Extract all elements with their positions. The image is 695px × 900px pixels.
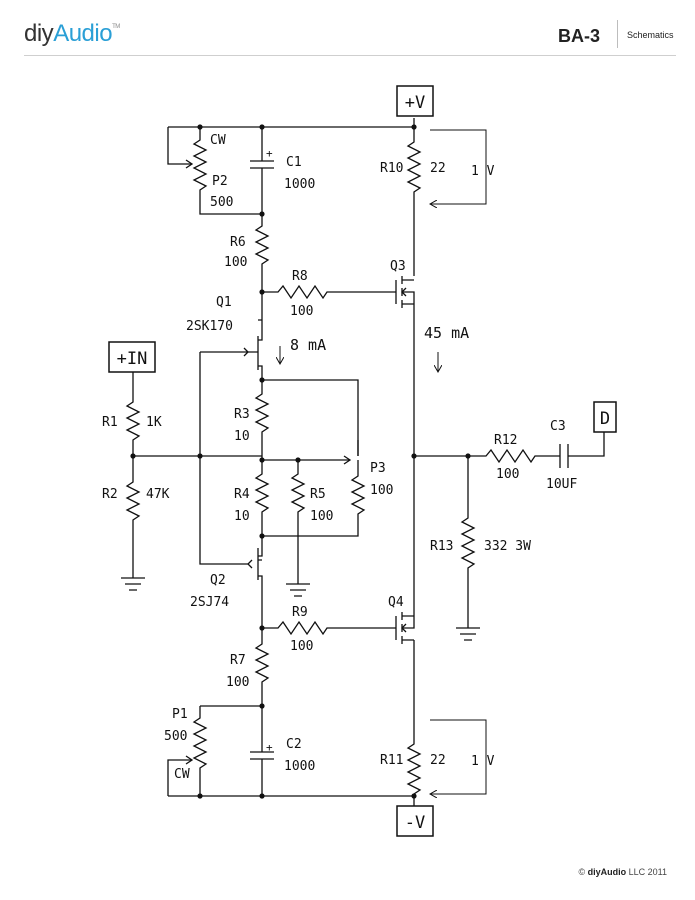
r3-ref: R3 <box>234 407 250 422</box>
r12-ref: R12 <box>494 433 517 448</box>
logo-trademark: TM <box>112 24 120 30</box>
q1-ref: Q1 <box>216 295 232 310</box>
p3-ref: P3 <box>370 461 386 476</box>
q4-ref: Q4 <box>388 595 404 610</box>
footer-text: LLC 2011 <box>628 867 667 877</box>
q1-current: 8 mA <box>290 336 326 354</box>
diyaudio-logo: diyAudioTM <box>24 20 120 48</box>
r5-ref: R5 <box>310 487 326 502</box>
input-box <box>108 341 156 373</box>
c1-ref: C1 <box>286 155 302 170</box>
r13-value: 332 3W <box>484 539 531 554</box>
r11-value: 22 <box>430 753 446 768</box>
output-label: D <box>600 409 610 429</box>
section-label: Schematics <box>627 30 674 40</box>
c2-ref: C2 <box>286 737 302 752</box>
r7-ref: R7 <box>230 653 246 668</box>
r2-value: 47K <box>146 487 170 502</box>
logo-audio-text: Audio <box>53 20 113 47</box>
r3-value: 10 <box>234 429 250 444</box>
negative-rail-label: -V <box>405 813 425 833</box>
c3-ref: C3 <box>550 419 566 434</box>
c3-value: 10UF <box>546 477 577 492</box>
r9-ref: R9 <box>292 605 308 620</box>
r4-ref: R4 <box>234 487 250 502</box>
footer-brand: diyAudio <box>587 867 627 877</box>
q3-current: 45 mA <box>424 324 469 342</box>
r2-ref: R2 <box>102 487 118 502</box>
q1-part: 2SK170 <box>186 319 233 334</box>
negative-rail-box <box>396 805 434 837</box>
page-footer: © diyAudio LLC 2011 <box>578 867 667 877</box>
r12-value: 100 <box>496 467 519 482</box>
c2-polarity: + <box>266 741 273 754</box>
p2-ref: P2 <box>212 174 228 189</box>
r11-ref: R11 <box>380 753 403 768</box>
r6-value: 100 <box>224 255 247 270</box>
p3-value: 100 <box>370 483 393 498</box>
header-rule <box>24 55 676 56</box>
logo-diy-text: diy <box>24 20 54 47</box>
copyright-symbol: © <box>578 867 586 877</box>
r1-ref: R1 <box>102 415 118 430</box>
r6-ref: R6 <box>230 235 246 250</box>
r8-value: 100 <box>290 304 313 319</box>
c1-value: 1000 <box>284 177 315 192</box>
input-label: +IN <box>117 349 148 369</box>
voltage-bottom: 1 V <box>471 754 495 769</box>
c1-polarity: + <box>266 147 273 160</box>
p1-value: 500 <box>164 729 187 744</box>
r9-value: 100 <box>290 639 313 654</box>
q2-ref: Q2 <box>210 573 226 588</box>
r13-ref: R13 <box>430 539 453 554</box>
positive-rail-label: +V <box>405 93 425 113</box>
p1-mark: CW <box>174 767 190 782</box>
voltage-top: 1 V <box>471 164 495 179</box>
output-box <box>593 401 617 433</box>
header-divider <box>617 20 618 48</box>
p2-mark: CW <box>210 133 226 148</box>
document-id: BA-3 <box>558 26 601 46</box>
r1-value: 1K <box>146 415 162 430</box>
r7-value: 100 <box>226 675 249 690</box>
p1-ref: P1 <box>172 707 188 722</box>
r4-value: 10 <box>234 509 250 524</box>
r10-ref: R10 <box>380 161 403 176</box>
r8-ref: R8 <box>292 269 308 284</box>
c2-value: 1000 <box>284 759 315 774</box>
positive-rail-box <box>396 85 434 117</box>
q3-ref: Q3 <box>390 259 406 274</box>
r5-value: 100 <box>310 509 333 524</box>
p2-value: 500 <box>210 195 233 210</box>
page-header: diyAudioTM BA-3 Schematics <box>0 0 695 56</box>
r10-value: 22 <box>430 161 446 176</box>
q2-part: 2SJ74 <box>190 595 229 610</box>
